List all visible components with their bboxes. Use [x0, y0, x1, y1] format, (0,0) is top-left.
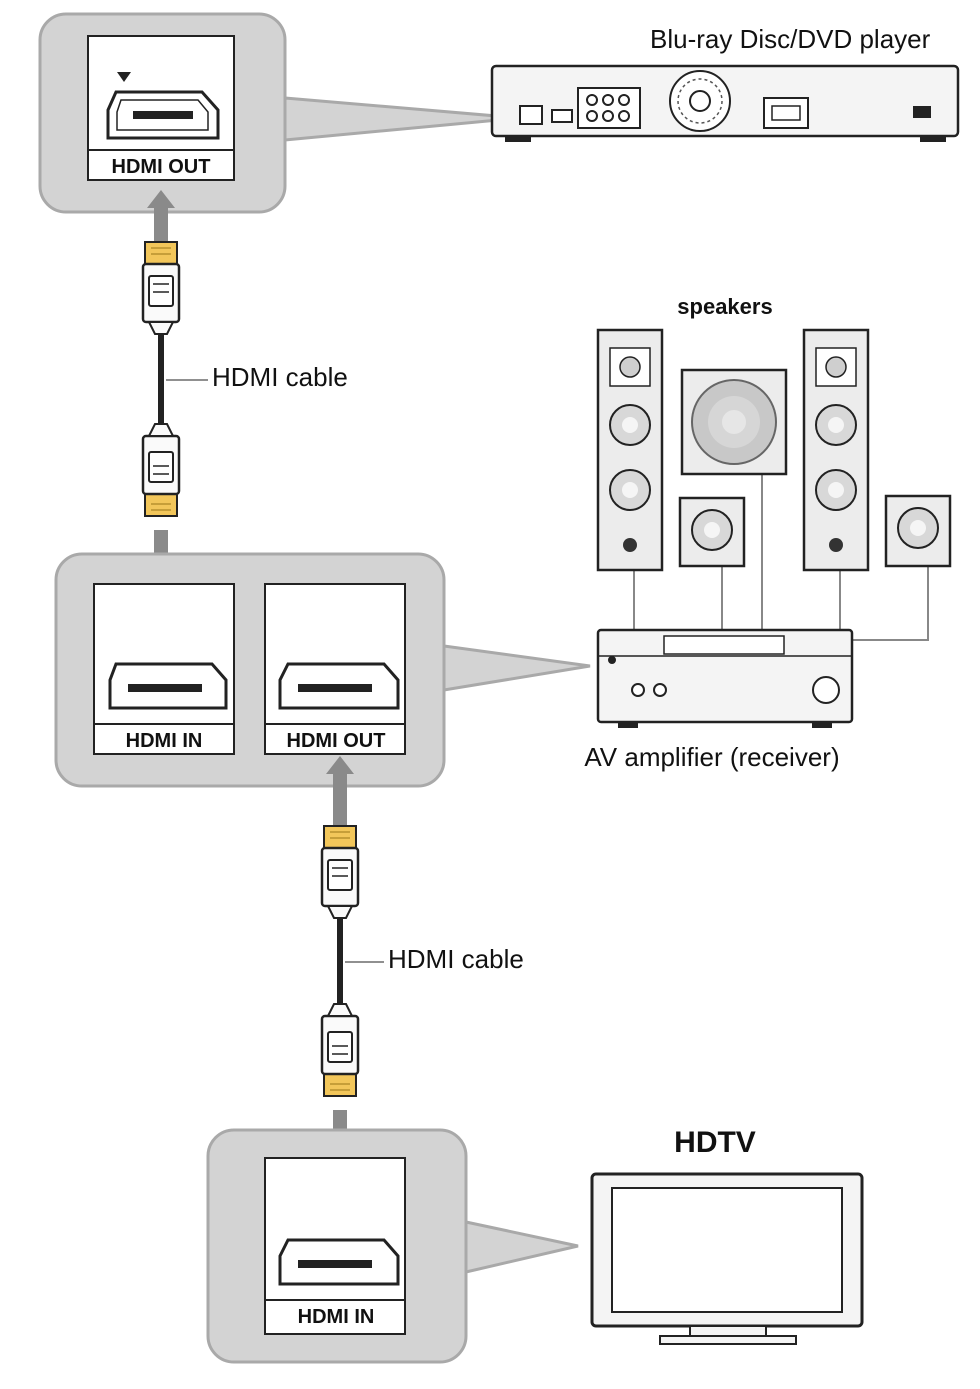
- av-amplifier-device: AV amplifier (receiver): [584, 628, 854, 772]
- subwoofer-speaker: [680, 368, 788, 476]
- amp-hdmi-out-label: HDMI OUT: [287, 730, 386, 752]
- speakers-group: speakers: [596, 294, 952, 641]
- player-hdmi-out-label: HDMI OUT: [112, 156, 211, 178]
- tv-label: HDTV: [674, 1126, 756, 1159]
- right-tower-speaker: [802, 328, 870, 572]
- tv-hdmi-in-label: HDMI IN: [298, 1306, 375, 1328]
- hdtv-device: HDTV: [590, 1126, 864, 1345]
- amplifier-label: AV amplifier (receiver): [584, 742, 839, 772]
- bluray-player-device: Blu-ray Disc/DVD player: [490, 24, 960, 142]
- small-left-speaker: [678, 496, 746, 568]
- player-label: Blu-ray Disc/DVD player: [650, 24, 931, 54]
- amp-hdmi-in-label: HDMI IN: [126, 730, 203, 752]
- tv-port-callout: HDMI IN: [206, 1128, 579, 1364]
- small-right-speaker: [884, 494, 952, 568]
- cable-top-label: HDMI cable: [212, 362, 348, 392]
- left-tower-speaker: [596, 328, 664, 572]
- speakers-label: speakers: [677, 294, 772, 319]
- amplifier-port-callout: HDMI IN HDMI OUT: [54, 552, 591, 788]
- cable-bottom-label: HDMI cable: [388, 944, 524, 974]
- player-port-callout: HDMI OUT: [38, 12, 521, 214]
- down-triangle-icon: [117, 72, 131, 82]
